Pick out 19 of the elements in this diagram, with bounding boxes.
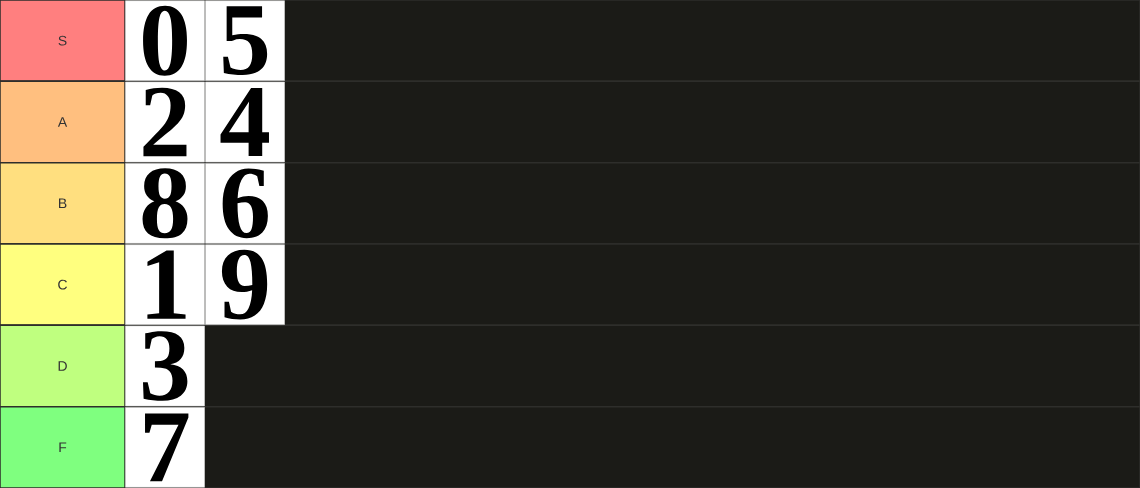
digit-tile: 1 — [125, 244, 205, 325]
tier-row — [0, 405, 1140, 488]
digit-tile: 6 — [205, 163, 285, 244]
tier-label: B — [0, 161, 126, 245]
digit-tile: 7 — [125, 407, 205, 488]
tier-label: F — [0, 405, 126, 488]
digit-tile: 4 — [205, 81, 285, 163]
tier-row — [0, 161, 1140, 245]
digit-tile: 9 — [205, 244, 285, 325]
tier-label: D — [0, 324, 126, 408]
digit-tile: 0 — [125, 0, 205, 81]
digit-tile: 5 — [205, 0, 285, 81]
digit-tile: 8 — [125, 163, 205, 244]
tier-row — [0, 324, 1140, 408]
digit-tile: 2 — [125, 81, 205, 163]
digit-tile: 3 — [125, 325, 205, 407]
tier-label: A — [0, 80, 126, 164]
tier-label: S — [0, 0, 126, 83]
tier-label: C — [0, 243, 126, 327]
